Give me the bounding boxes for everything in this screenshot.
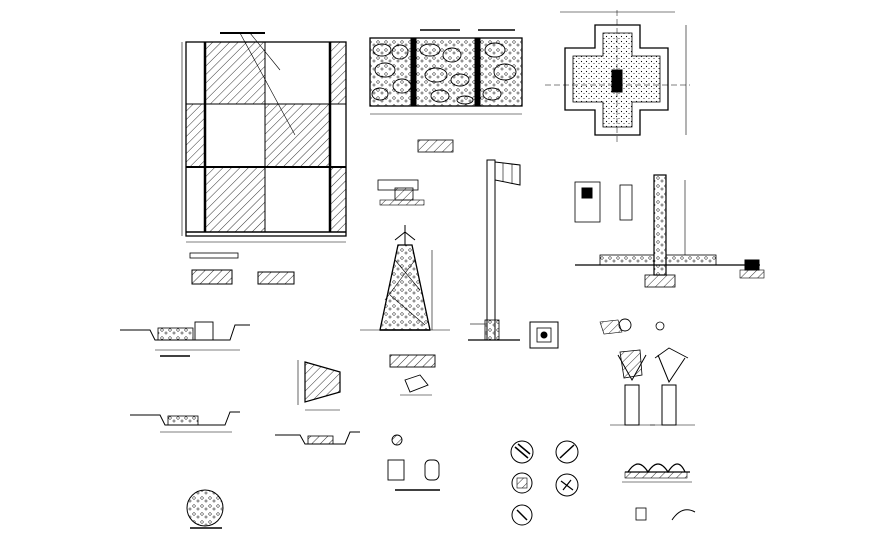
lattice-tower-elevation xyxy=(360,179,450,331)
arched-bench-elevation xyxy=(622,463,696,521)
ground-section-details xyxy=(120,321,360,529)
flag-pole-elevation xyxy=(468,159,559,349)
sloped-planter-section xyxy=(297,354,436,411)
cross-shaped-planter-plan xyxy=(545,10,690,145)
column-wall-section xyxy=(574,174,765,288)
stone-masonry-elevation xyxy=(369,29,523,153)
floor-plan-grid xyxy=(181,32,347,285)
circular-detail-symbols xyxy=(387,434,579,526)
fan-sculpture-elevations xyxy=(599,318,695,426)
